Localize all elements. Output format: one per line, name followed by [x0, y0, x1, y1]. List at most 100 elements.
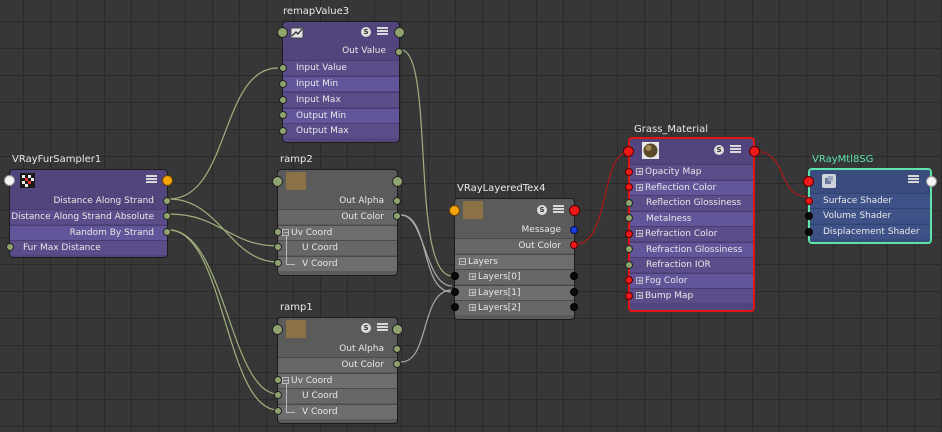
layered-layer-1-in-port[interactable] [451, 288, 459, 296]
layered-in-port[interactable] [449, 205, 460, 216]
grass-metalness: Metalness [630, 211, 753, 226]
collapse-icon[interactable]: − [459, 258, 466, 266]
sampler-fur-max-port[interactable] [6, 243, 14, 251]
expand-icon[interactable]: + [636, 277, 643, 285]
sampler-out-port[interactable] [162, 175, 173, 186]
grass-node-title[interactable]: Grass_Material [634, 124, 709, 135]
collapse-icon[interactable]: − [282, 229, 289, 237]
layered-layer-2-in-port[interactable] [451, 303, 459, 311]
layered-layer-1-out-port[interactable] [570, 288, 578, 296]
menu-icon[interactable] [730, 145, 741, 154]
menu-icon[interactable] [377, 323, 388, 332]
grass-metalness-port[interactable] [625, 214, 633, 222]
ramp2-out-color: Out Color [278, 209, 397, 224]
layered-layer-2-out-port[interactable] [570, 303, 578, 311]
expand-icon[interactable]: + [636, 168, 643, 176]
layered-layer-2: +Layers[2] [455, 300, 574, 315]
expand-icon[interactable]: + [636, 292, 643, 300]
sampler-out-distance-abs: Distance Along Strand Absolute [10, 209, 167, 224]
remap-node-title[interactable]: remapValue3 [283, 6, 350, 17]
grass-reflection-color-port[interactable] [625, 183, 633, 191]
sg-surface-port[interactable] [805, 197, 813, 205]
grass-refraction-ior-port[interactable] [625, 261, 633, 269]
ramp2-uv-coord-label: Uv Coord [291, 228, 333, 238]
sg-displacement-port[interactable] [805, 228, 813, 236]
expand-icon[interactable]: + [636, 230, 643, 238]
grass-out-port[interactable] [749, 146, 760, 157]
remap-value-node[interactable]: S Out Value Input Value Input Min Input … [277, 21, 405, 143]
grass-refraction-gloss-port[interactable] [625, 245, 633, 253]
fur-sampler-node[interactable]: Distance Along Strand Distance Along Str… [4, 169, 173, 258]
menu-icon[interactable] [553, 205, 564, 214]
remap-output-min-port[interactable] [279, 111, 287, 119]
ramp2-uv-coord: −Uv Coord [278, 225, 397, 240]
sampler-random-port[interactable] [163, 228, 171, 236]
collapse-icon[interactable]: − [282, 377, 289, 385]
grass-fog-color-port[interactable] [625, 276, 633, 284]
ramp2-out-alpha-port[interactable] [393, 197, 401, 205]
ramp1-uv-port[interactable] [274, 376, 282, 384]
grass-material-node[interactable]: S +Opacity Map +Reflection Color Reflect… [623, 137, 760, 312]
sampler-node-title[interactable]: VRayFurSampler1 [12, 154, 102, 165]
grass-in-port[interactable] [623, 146, 634, 157]
remap-input-max-port[interactable] [279, 96, 287, 104]
layered-tex-node[interactable]: S Message Out Color −Layers +Layers[0] +… [449, 198, 580, 320]
ramp2-out-alpha: Out Alpha [339, 196, 384, 206]
expand-icon[interactable]: + [469, 304, 476, 312]
menu-icon[interactable] [377, 27, 388, 36]
swatch-s-icon[interactable]: S [361, 323, 371, 333]
sg-volume-port[interactable] [805, 212, 813, 220]
expand-icon[interactable]: + [469, 273, 476, 281]
layered-layer-0-label: Layers[0] [478, 272, 521, 282]
swatch-s-icon[interactable]: S [361, 27, 371, 37]
swatch-s-icon[interactable]: S [714, 145, 724, 155]
remap-input-min-port[interactable] [279, 80, 287, 88]
layered-message-port[interactable] [570, 226, 578, 234]
sampler-out-distance: Distance Along Strand [53, 196, 154, 206]
remap-output-max-port[interactable] [279, 127, 287, 135]
ramp1-u-port[interactable] [274, 391, 282, 399]
remap-output-max: Output Max [283, 123, 399, 138]
sampler-distance-abs-port[interactable] [163, 212, 171, 220]
layered-layer-0-out-port[interactable] [570, 272, 578, 280]
ramp2-out-port[interactable] [392, 176, 403, 187]
grass-opacity-port[interactable] [625, 168, 633, 176]
layered-out-port[interactable] [569, 205, 580, 216]
ramp2-uv-port[interactable] [274, 228, 282, 236]
ramp2-node-title[interactable]: ramp2 [280, 154, 313, 165]
ramp1-v-port[interactable] [274, 407, 282, 415]
ramp1-node-title[interactable]: ramp1 [280, 302, 313, 313]
ramp1-out-color-port[interactable] [393, 360, 401, 368]
remap-out-port[interactable] [394, 27, 405, 38]
ramp1-out-alpha-port[interactable] [393, 345, 401, 353]
sg-in-port[interactable] [803, 176, 814, 187]
expand-icon[interactable]: + [636, 184, 643, 192]
ramp1-out-port[interactable] [392, 324, 403, 335]
sg-node-title[interactable]: VRayMtl8SG [812, 154, 874, 165]
grass-reflection-gloss-port[interactable] [625, 199, 633, 207]
shading-group-node[interactable]: Surface Shader Volume Shader Displacemen… [803, 168, 937, 244]
swatch-s-icon[interactable]: S [537, 205, 547, 215]
ramp2-out-color-port[interactable] [393, 212, 401, 220]
layered-layer-0-in-port[interactable] [451, 272, 459, 280]
sg-out-port[interactable] [926, 176, 937, 187]
expand-icon[interactable]: + [469, 289, 476, 297]
grass-bump-map-port[interactable] [625, 292, 633, 300]
layered-out-color-port[interactable] [570, 241, 578, 249]
sg-displacement-shader: Displacement Shader [810, 224, 930, 239]
ramp2-u-port[interactable] [274, 243, 282, 251]
sampler-distance-port[interactable] [163, 197, 171, 205]
menu-icon[interactable] [908, 175, 919, 184]
sampler-in-port[interactable] [4, 175, 15, 186]
remap-in-port[interactable] [277, 27, 288, 38]
ramp1-node[interactable]: S Out Alpha Out Color −Uv Coord U Coord … [272, 317, 403, 424]
remap-out-value-port[interactable] [395, 48, 403, 56]
ramp2-in-port[interactable] [272, 176, 283, 187]
ramp1-in-port[interactable] [272, 324, 283, 335]
layered-node-title[interactable]: VRayLayeredTex4 [457, 183, 546, 194]
ramp2-node[interactable]: Out Alpha Out Color −Uv Coord U Coord V … [272, 169, 403, 276]
menu-icon[interactable] [146, 175, 157, 184]
ramp2-v-port[interactable] [274, 259, 282, 267]
grass-refraction-color-port[interactable] [625, 230, 633, 238]
remap-input-value-port[interactable] [279, 64, 287, 72]
